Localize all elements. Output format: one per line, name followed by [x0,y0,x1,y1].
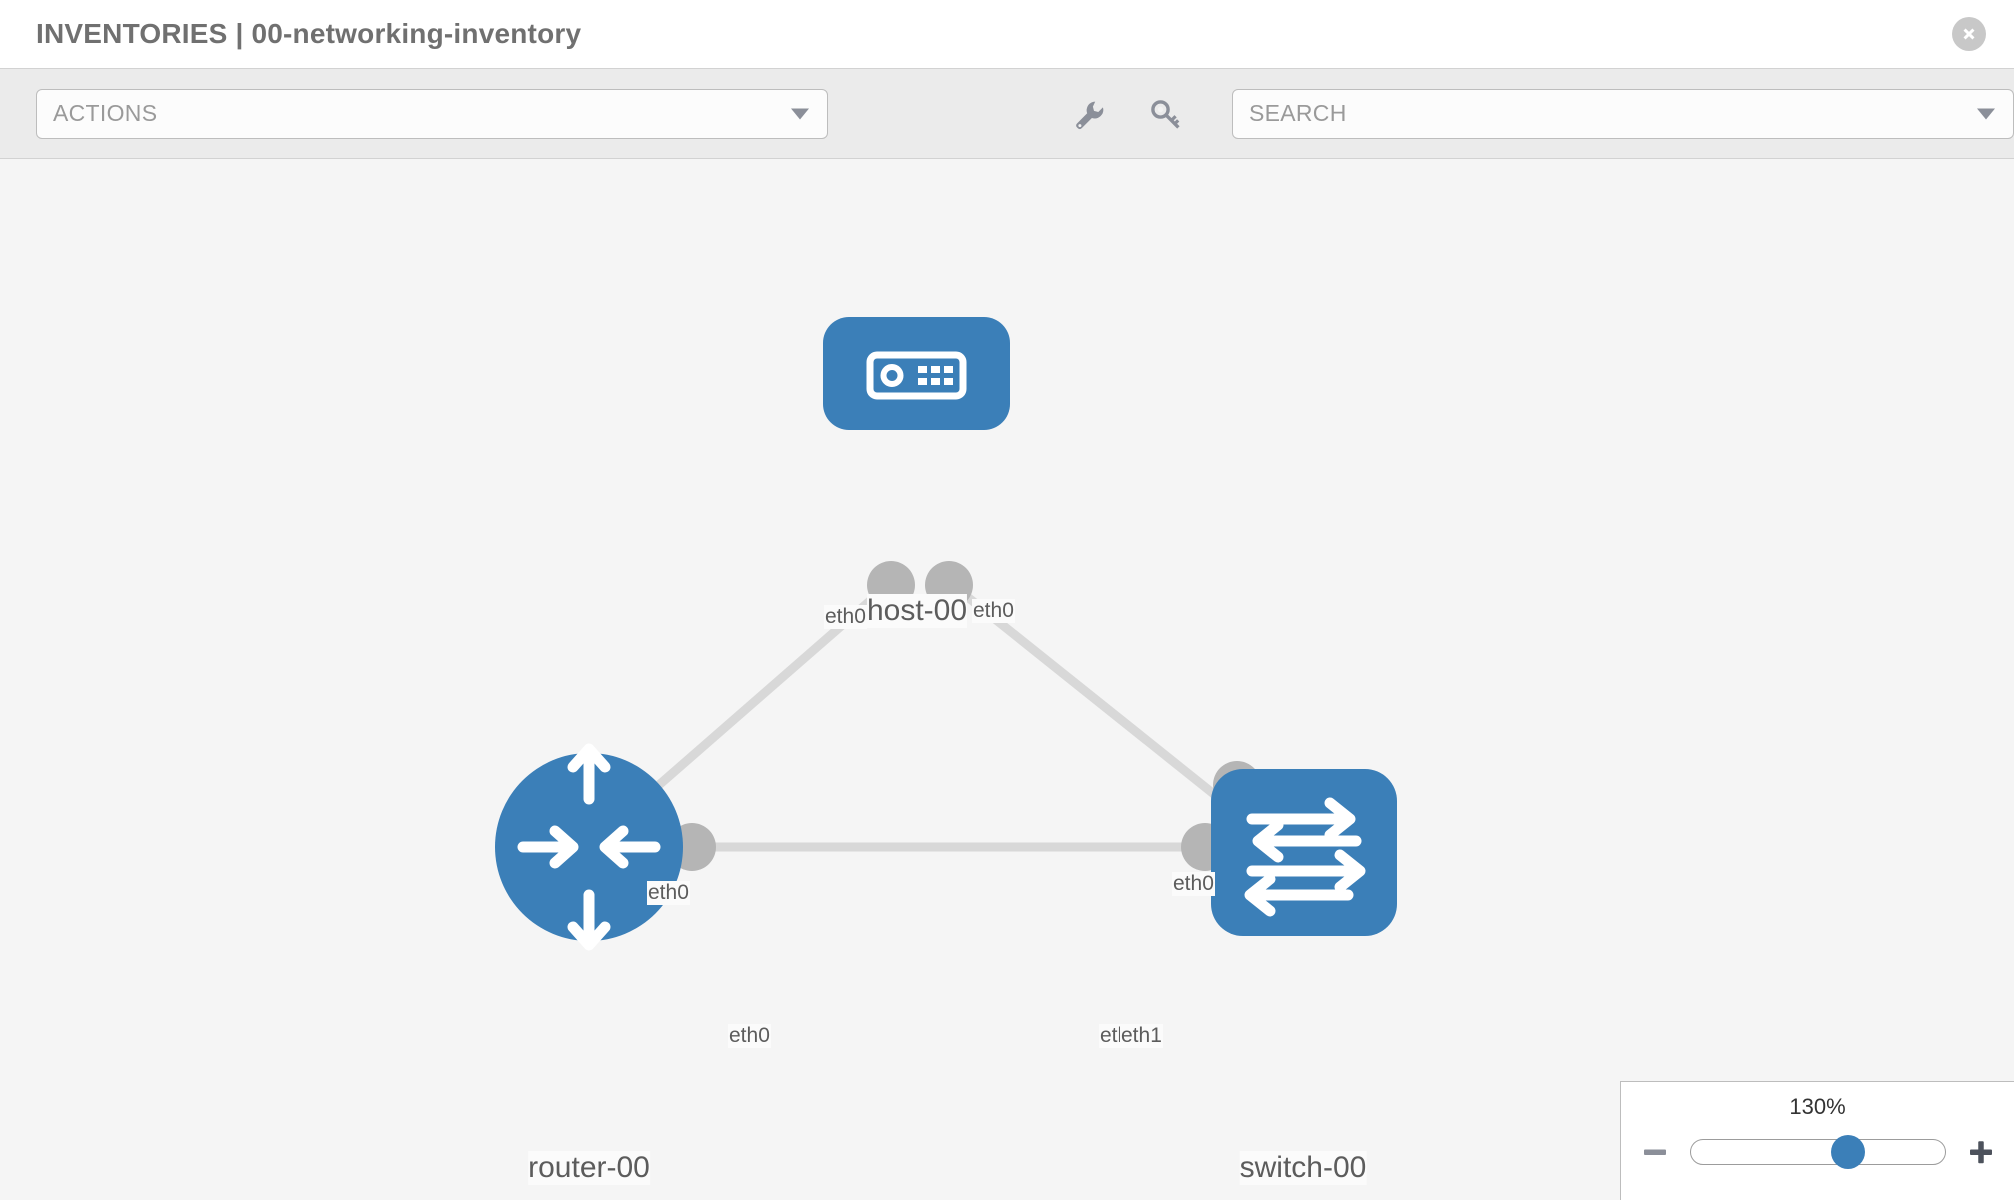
node-label-switch-00: switch-00 [1239,1151,1367,1185]
node-label-host-00: host-00 [866,594,968,628]
toolbar: ACTIONS SEARCH [0,68,2014,159]
node-label-router-00: router-00 [528,1151,650,1185]
zoom-control-panel: 130% [1620,1081,2014,1200]
iface-label: eth0 [728,1024,771,1048]
zoom-slider-thumb[interactable] [1830,1135,1865,1169]
plus-icon[interactable] [1964,1135,1998,1169]
page-header: INVENTORIES | 00-networking-inventory [0,0,2014,68]
key-icon[interactable] [1146,94,1186,134]
chevron-down-icon [1977,108,1995,119]
iface-label: eth0 [972,599,1015,623]
topology-graph [495,317,1397,951]
toolbar-icon-group [1068,94,1186,134]
zoom-level-label: 130% [1789,1094,1846,1119]
close-icon[interactable] [1952,17,1986,51]
zoom-slider-row [1621,1128,2014,1176]
actions-dropdown-label: ACTIONS [53,100,158,126]
topology-canvas[interactable]: host-00 router-00 switch-00 eth0 eth0 et… [0,159,2014,1200]
switch-arrows-icon [1244,797,1366,917]
minus-icon[interactable] [1638,1135,1672,1169]
page-title: INVENTORIES | 00-networking-inventory [36,18,582,49]
iface-label: eth0 [824,605,867,629]
node-switch-00[interactable] [1211,769,1397,936]
search-dropdown[interactable]: SEARCH [1231,88,2014,139]
iface-label: eth1 [1120,1024,1163,1048]
node-host-00[interactable] [823,317,1010,430]
actions-dropdown[interactable]: ACTIONS [36,88,828,139]
server-icon [866,351,967,400]
search-input[interactable]: SEARCH [1248,100,1347,126]
router-arrows-icon [517,743,661,951]
chevron-down-icon [790,108,809,119]
zoom-slider[interactable] [1689,1135,1946,1169]
wrench-icon[interactable] [1068,94,1108,134]
iface-label: eth0 [647,881,690,905]
node-router-00[interactable] [495,743,683,951]
iface-label: eth0 [1172,872,1215,896]
